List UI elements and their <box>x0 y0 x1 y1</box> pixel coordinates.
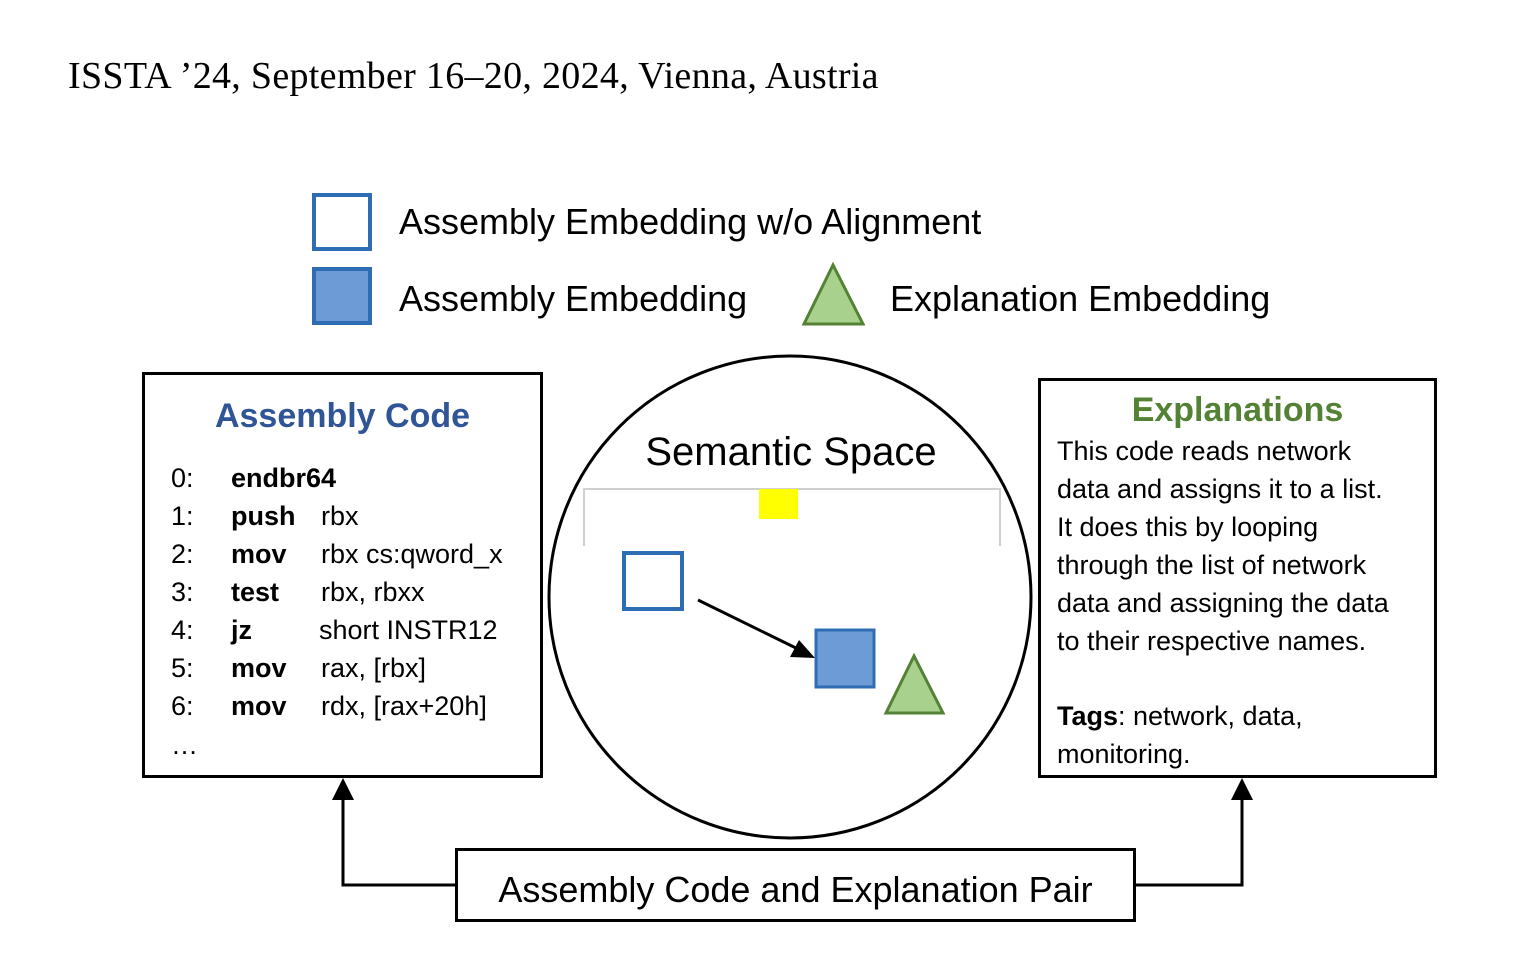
explanation-line: through the list of network <box>1057 550 1367 580</box>
legend-triangle-icon <box>801 261 866 326</box>
pair-to-assembly-arrowhead <box>332 778 354 800</box>
assembly-row-index: 2: <box>171 539 194 569</box>
explanations-title: Explanations <box>1131 391 1344 429</box>
assembly-row-opcode: mov <box>231 653 287 683</box>
assembly-row-index: 6: <box>171 691 194 721</box>
explanation-line: It does this by looping <box>1057 512 1319 542</box>
legend-filled-square-icon <box>312 267 372 325</box>
legend-outline-label: Assembly Embedding w/o Alignment <box>399 201 982 242</box>
explanation-tags-line: Tags: network, data, <box>1057 701 1303 732</box>
explanation-line: data and assigning the data <box>1057 588 1389 618</box>
assembly-ellipsis: … <box>171 730 198 760</box>
assembly-row-opcode: jz <box>231 615 253 645</box>
pair-to-explanation-arrowhead <box>1231 778 1253 800</box>
alignment-arrow-head <box>790 640 815 658</box>
explanation-line: to their respective names. <box>1057 626 1367 656</box>
tags-label: Tags <box>1057 701 1119 731</box>
semantic-space-circle <box>547 354 1033 840</box>
alignment-arrow-line <box>697 598 801 652</box>
assembly-row-index: 4: <box>171 615 194 645</box>
assembly-row-index: 1: <box>171 501 194 531</box>
legend-triangle-label: Explanation Embedding <box>890 278 1271 319</box>
assembly-row-operands: rdx, [rax+20h] <box>321 691 487 721</box>
assembly-row-opcode: mov <box>231 691 287 721</box>
explanation-embedding-triangle <box>883 652 946 715</box>
pair-to-explanation-connector <box>1135 798 1244 887</box>
legend-filled-label: Assembly Embedding <box>399 278 748 319</box>
explanation-line: This code reads network <box>1057 436 1352 466</box>
assembly-code-title: Assembly Code <box>214 397 471 435</box>
assembly-row-index: 5: <box>171 653 194 683</box>
aligned-embedding-square <box>814 628 876 689</box>
assembly-row-operands: rbx cs:qword_x <box>321 539 503 569</box>
assembly-row-operands: rbx, rbxx <box>321 577 425 607</box>
explanation-tags-line-2: monitoring. <box>1057 739 1191 769</box>
assembly-row-opcode: push <box>231 501 296 531</box>
pair-label: Assembly Code and Explanation Pair <box>498 869 1093 910</box>
assembly-row-operands: rbx <box>321 501 359 531</box>
unaligned-embedding-square <box>622 551 684 611</box>
assembly-row-opcode: endbr64 <box>231 463 337 493</box>
explanation-line: data and assigns it to a list. <box>1057 474 1383 504</box>
pair-to-assembly-connector <box>341 798 456 887</box>
assembly-row-operands: rax, [rbx] <box>321 653 427 683</box>
assembly-row-opcode: test <box>231 577 280 607</box>
code-explanation-pair-box: Assembly Code and Explanation Pair <box>455 848 1136 922</box>
yellow-marker <box>759 489 798 519</box>
page-header: ISSTA ’24, September 16–20, 2024, Vienna… <box>68 55 879 97</box>
assembly-row-operands: short INSTR12 <box>319 615 498 645</box>
assembly-row-index: 0: <box>171 463 194 493</box>
legend-outline-square-icon <box>312 193 372 251</box>
explanations-box: Explanations This code reads network data… <box>1038 378 1437 778</box>
semantic-space-title: Semantic Space <box>645 430 937 474</box>
assembly-row-index: 3: <box>171 577 194 607</box>
assembly-row-opcode: mov <box>231 539 287 569</box>
tags-values: : network, data, <box>1118 701 1303 731</box>
